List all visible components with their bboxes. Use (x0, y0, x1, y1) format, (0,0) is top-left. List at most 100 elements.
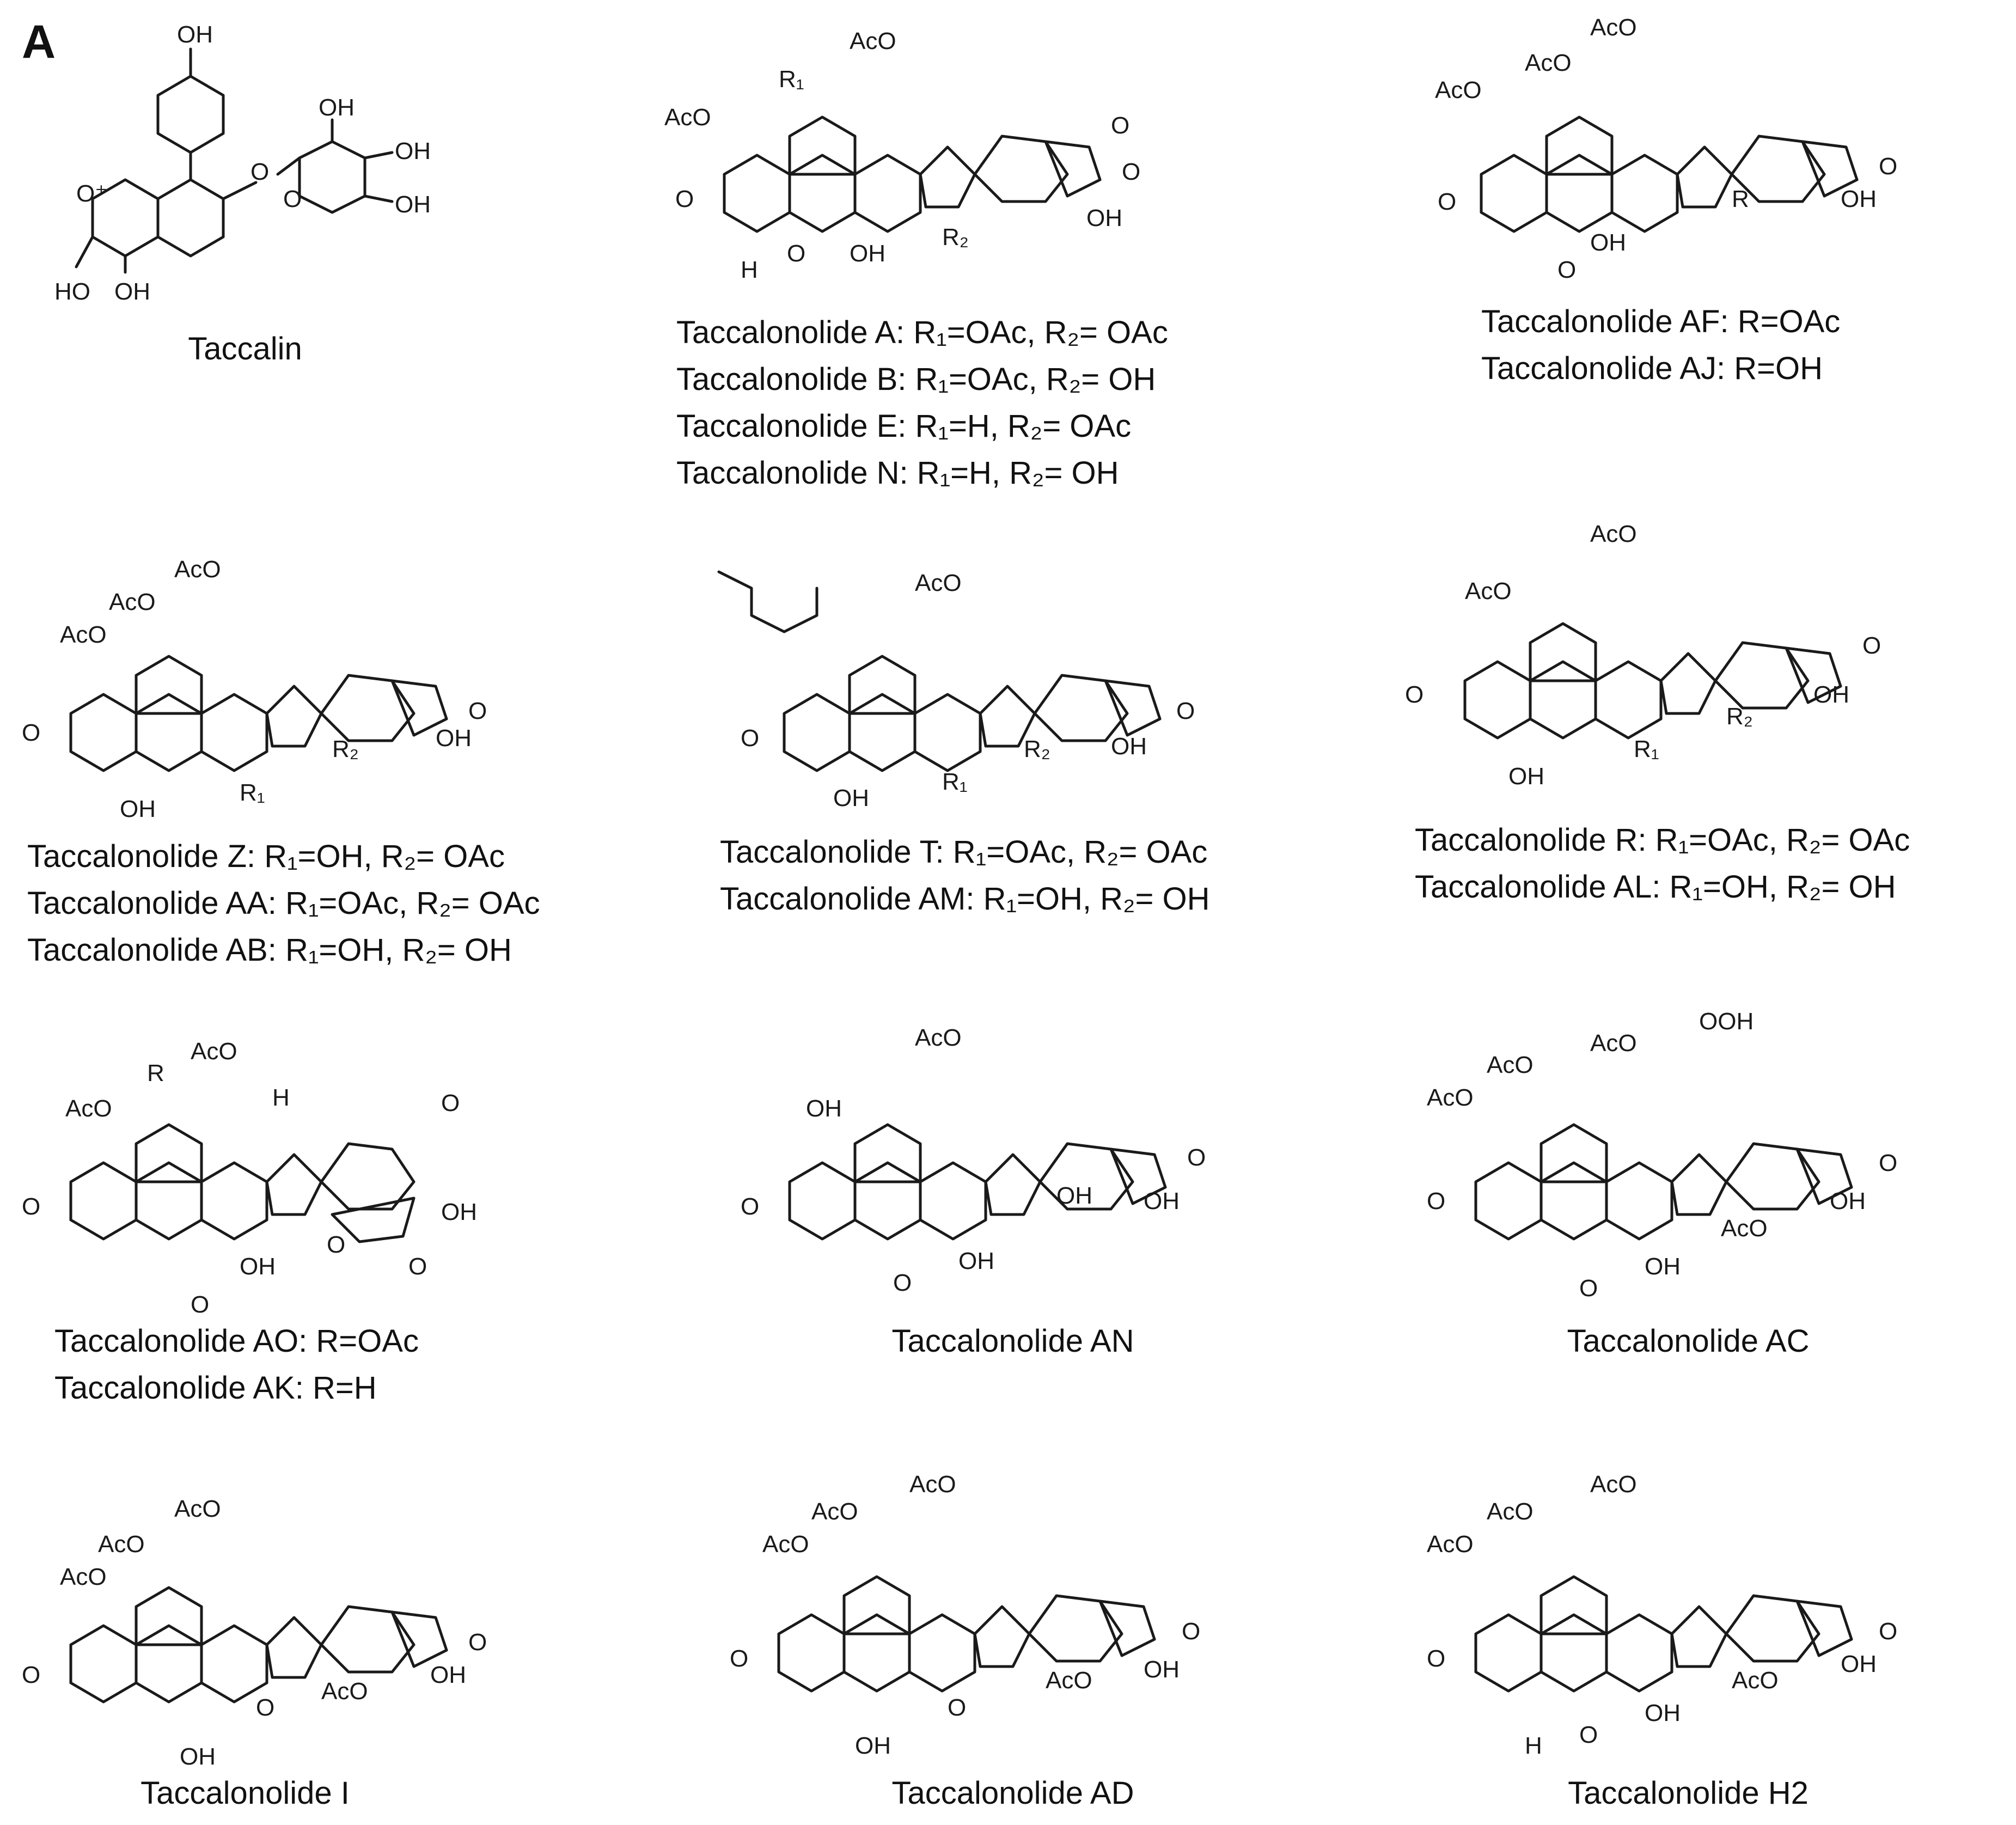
caption-line: Taccalonolide AN (891, 1323, 1134, 1359)
caption-line: Taccalonolide AO: R=OAc (54, 1323, 419, 1359)
carbonyl-o: O (1579, 1722, 1598, 1748)
caption-line: Taccalonolide AF: R=OAc (1481, 304, 1841, 339)
aco-label: AcO (850, 28, 896, 54)
carbonyl-o: O (893, 1269, 912, 1296)
oh-label: OH (1645, 1253, 1681, 1280)
structure-group-af: AcO AcO AcO O O OH R OH O (1427, 11, 1971, 294)
oh-label: OH (1590, 229, 1626, 256)
carbonyl-o: O (948, 1694, 966, 1721)
carbonyl-o: O (256, 1694, 274, 1721)
aco-label: AcO (1525, 50, 1572, 76)
epoxide-o: O (741, 1193, 759, 1220)
caption-group-ao: Taccalonolide AO: R=OAc Taccalonolide AK… (54, 1318, 545, 1412)
aco-label: AcO (1732, 1667, 1779, 1694)
carbonyl-o: O (1182, 1618, 1200, 1645)
caption-line: Taccalonolide N: R₁=H, R₂= OH (676, 455, 1119, 491)
r-label: R (147, 1060, 164, 1087)
aco-label: AcO (1465, 578, 1512, 605)
caption-line: Taccalonolide AD (891, 1775, 1134, 1811)
group-a-drawing: O O OH AcO AcO R₁ R₂ O O OH H (664, 28, 1140, 283)
carbonyl-o: O (408, 1253, 427, 1280)
carbonyl-o: O (1579, 1275, 1598, 1302)
carbonyl-o: O (1187, 1144, 1206, 1171)
carbonyl-o: O (468, 1629, 487, 1656)
carbonyl-o: O (191, 1291, 209, 1318)
oh-label: OH (430, 1662, 466, 1688)
caption-taccalin: Taccalin (125, 326, 365, 373)
caption-line: Taccalonolide E: R₁=H, R₂= OAc (676, 408, 1132, 444)
group-r-drawing: AcO AcO O O OH R₂ R₁ OH (1405, 521, 1881, 790)
r1-label: R₁ (942, 768, 968, 795)
oh-label: OH (240, 1253, 276, 1280)
taccalin-drawing: OH O⁺ HO OH O O OH OH OH (54, 21, 431, 305)
carbonyl-o: O (787, 240, 805, 267)
group-ao-drawing: AcO AcO R H O O OH O O OH O (22, 1038, 477, 1318)
structure-i: AcO AcO AcO O O OH AcO O OH (11, 1470, 545, 1775)
caption-group-t: Taccalonolide T: R₁=OAc, R₂= OAc Taccalo… (720, 829, 1319, 923)
structure-group-a: O O OH AcO AcO R₁ R₂ O O OH H (653, 16, 1198, 310)
aco-label: AcO (811, 1498, 858, 1525)
oh-label: OH (120, 796, 156, 822)
carbonyl-o: O (1122, 158, 1140, 185)
r1-label: R₁ (1634, 736, 1659, 762)
caption-line: Taccalonolide H2 (1568, 1775, 1809, 1811)
aco-label: AcO (191, 1038, 237, 1065)
r2-label: R₂ (332, 736, 359, 762)
r1-label: R₁ (240, 779, 265, 806)
oh-label: OH (1144, 1656, 1180, 1683)
structure-ac: AcO AcO AcO OOH O O OH AcO OH O (1416, 1008, 1960, 1307)
structure-group-ao: AcO AcO R H O O OH O O OH O (11, 1018, 545, 1323)
r1-label: R₁ (779, 66, 804, 93)
taccalin-oh-top: OH (177, 21, 213, 48)
structure-group-t: AcO O O OH R₂ R₁ OH (708, 534, 1242, 828)
h-label: H (1525, 1732, 1542, 1759)
oh-label: OH (1111, 733, 1147, 760)
aco-label: AcO (664, 104, 711, 131)
aco-label: AcO (1721, 1215, 1768, 1242)
carbonyl-o: O (468, 698, 487, 724)
oh-label: OH (1841, 1651, 1877, 1677)
r2-label: R₂ (942, 224, 969, 251)
aco-label: AcO (1046, 1667, 1092, 1694)
carbonyl-o: O (1176, 698, 1195, 724)
caption-line: Taccalin (188, 331, 302, 367)
oh-label: OH (1830, 1188, 1866, 1214)
aco-label: AcO (1590, 14, 1637, 41)
aco-label: AcO (98, 1531, 145, 1558)
aco-label: AcO (1590, 521, 1637, 547)
caption-line: Taccalonolide B: R₁=OAc, R₂= OH (676, 362, 1156, 397)
group-z-drawing: AcO AcO AcO O O OH R₂ R₁ OH (22, 556, 487, 822)
panel-label: A (22, 16, 56, 68)
aco-label: AcO (762, 1531, 809, 1558)
carbonyl-o: O (1879, 1150, 1897, 1176)
taccalin-ring-o: O (283, 186, 302, 212)
h-label: H (272, 1084, 290, 1111)
group-t-drawing: AcO O O OH R₂ R₁ OH (717, 570, 1195, 811)
aco-label: AcO (915, 1024, 962, 1051)
structure-h2: AcO AcO AcO O O OH AcO OH O H (1416, 1460, 1960, 1765)
h-label: H (741, 257, 758, 283)
caption-line: Taccalonolide AL: R₁=OH, R₂= OH (1415, 869, 1896, 905)
epoxide-o: O (22, 719, 40, 746)
oh-label: OH (833, 785, 869, 811)
caption-group-r: Taccalonolide R: R₁=OAc, R₂= OAc Taccalo… (1415, 817, 2014, 911)
structure-group-z: AcO AcO AcO O O OH R₂ R₁ OH (11, 539, 545, 833)
taccalin-oh-bottom: OH (114, 278, 150, 305)
caption-ac: Taccalonolide AC (1525, 1318, 1852, 1365)
epoxide-o: O (741, 725, 759, 752)
aco-label: AcO (1590, 1471, 1637, 1498)
oh-label: OH (855, 1732, 891, 1759)
structure-ad: AcO AcO AcO O O OH AcO O OH (719, 1460, 1253, 1765)
r2-label: R₂ (1726, 703, 1753, 730)
structure-group-r: AcO AcO O O OH R₂ R₁ OH (1394, 517, 1950, 806)
carbonyl-o: O (1862, 632, 1881, 659)
aco-label: AcO (321, 1678, 368, 1705)
structure-taccalin: OH O⁺ HO OH O O OH OH OH (44, 16, 457, 321)
oh-label: OH (806, 1095, 842, 1122)
caption-line: Taccalonolide R: R₁=OAc, R₂= OAc (1415, 822, 1910, 858)
aco-label: AcO (109, 589, 156, 615)
aco-label: AcO (1427, 1531, 1474, 1558)
taccalin-oh-1: OH (319, 94, 355, 121)
carbonyl-o: O (1879, 153, 1897, 180)
r2-label: R₂ (1024, 736, 1050, 762)
